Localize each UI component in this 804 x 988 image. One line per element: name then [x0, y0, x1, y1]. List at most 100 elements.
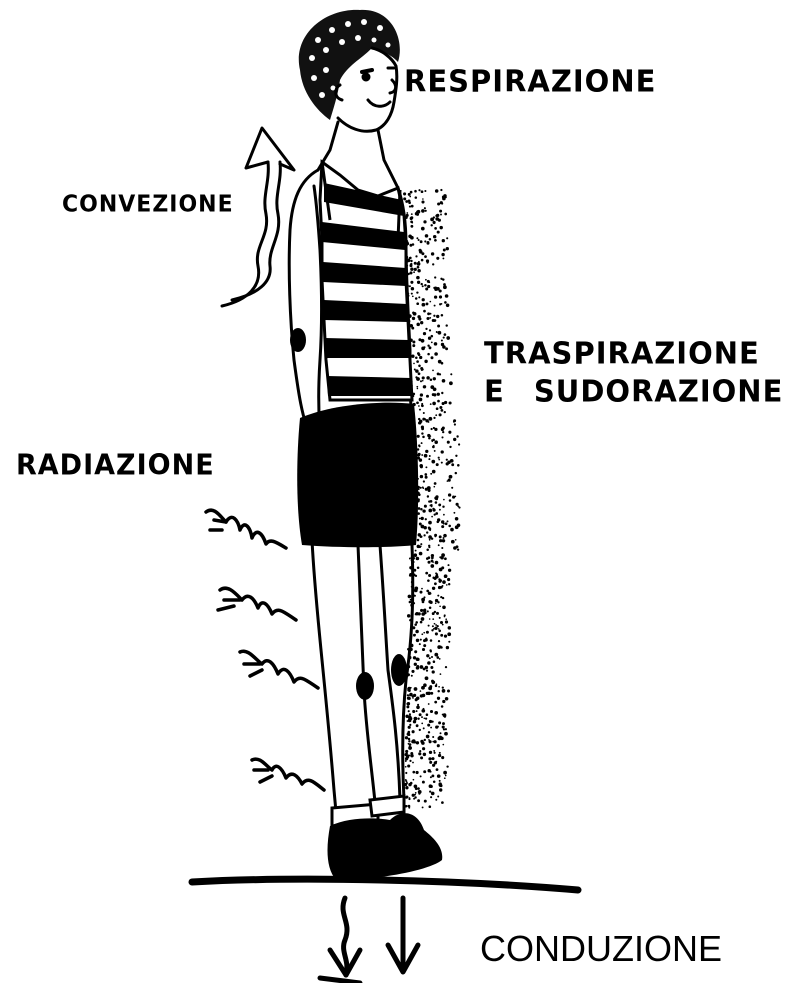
sweat-dot: [434, 752, 436, 754]
sweat-dot: [421, 403, 423, 405]
sweat-dot: [444, 614, 446, 616]
sweat-dot: [415, 196, 418, 199]
sweat-dot: [434, 276, 436, 278]
sweat-dot: [442, 345, 446, 349]
sweat-dot: [409, 755, 411, 757]
sweat-dot: [437, 231, 440, 234]
sweat-dot: [442, 239, 445, 242]
sweat-dot: [431, 342, 433, 344]
sweat-dot: [428, 731, 430, 733]
sweat-dot: [432, 402, 436, 406]
sweat-dot: [410, 217, 413, 220]
sweat-dot: [428, 521, 432, 525]
sweat-dot: [453, 438, 456, 441]
sweat-dot: [416, 771, 419, 774]
sweat-dot: [419, 750, 421, 752]
sweat-dot: [418, 493, 421, 496]
sweat-dot: [406, 755, 409, 758]
sweat-dot: [419, 409, 421, 411]
sweat-dot: [405, 796, 407, 798]
sweat-dot: [424, 207, 426, 209]
sweat-dot: [436, 656, 439, 659]
sweat-dot: [407, 614, 410, 617]
sweat-dot: [428, 769, 431, 772]
sweat-dot: [408, 738, 411, 741]
sweat-dot: [446, 765, 448, 767]
sweat-dot: [426, 670, 428, 672]
sweat-dot: [441, 705, 444, 708]
sweat-dot: [430, 385, 434, 389]
sweat-dot: [431, 757, 434, 760]
sweat-dot: [418, 317, 421, 320]
sweat-dot: [439, 210, 442, 213]
sweat-dot: [441, 547, 443, 549]
sweat-dot: [406, 715, 409, 718]
sweat-dot: [428, 561, 431, 564]
sweat-dot: [446, 646, 449, 649]
sweat-dot: [424, 418, 426, 420]
sweat-dot: [420, 621, 423, 624]
sweat-dot: [432, 393, 435, 396]
sweat-dot: [416, 291, 418, 293]
sweat-dot: [429, 761, 432, 764]
sweat-dot: [438, 737, 442, 741]
sweat-dot: [405, 779, 407, 781]
sweat-dot: [412, 794, 415, 797]
sweat-dot: [437, 393, 440, 396]
sweat-dot: [416, 666, 420, 670]
sweat-dot: [424, 473, 427, 476]
sweat-dot: [428, 509, 432, 513]
sweat-dot: [434, 482, 437, 485]
sweat-dot: [409, 285, 411, 287]
sweat-dot: [406, 212, 408, 214]
sweat-dot: [428, 458, 430, 460]
sweat-dot: [403, 197, 406, 200]
sweat-dot: [410, 268, 413, 271]
sweat-dot: [419, 422, 422, 425]
sweat-dot: [424, 739, 426, 741]
sweat-dot: [441, 303, 443, 305]
sweat-dot: [438, 721, 441, 724]
sweat-dot: [421, 347, 425, 351]
sweat-dot: [455, 455, 457, 457]
sweat-dot: [423, 667, 426, 670]
sweat-dot: [433, 235, 436, 238]
sweat-dot: [428, 739, 430, 741]
sweat-dot: [414, 190, 417, 193]
sweat-dot: [421, 190, 424, 193]
sweat-dot: [419, 552, 423, 556]
sweat-dot: [437, 576, 439, 578]
sweat-dot: [442, 379, 446, 383]
sweat-dot: [406, 214, 409, 217]
sweat-dot: [428, 687, 432, 691]
sweat-dot: [421, 442, 423, 444]
sweat-dot: [412, 295, 414, 297]
sweat-dot: [423, 310, 426, 313]
sweat-dot: [417, 262, 421, 266]
sweat-dot: [409, 693, 413, 697]
sweat-dot: [414, 663, 417, 666]
sweat-dot: [412, 730, 415, 733]
sweat-dot: [442, 580, 446, 584]
sweat-dot: [441, 801, 444, 804]
sweat-dot: [418, 189, 420, 191]
sweat-dot: [416, 237, 418, 239]
sweat-dot: [413, 363, 415, 365]
sweat-dot: [409, 746, 411, 748]
sweat-dot: [455, 517, 459, 521]
sweat-dot: [432, 439, 435, 442]
sweat-dot: [435, 632, 438, 635]
sweat-dot: [434, 623, 436, 625]
sweat-dot: [439, 780, 441, 782]
sweat-dot: [440, 634, 443, 637]
sweat-dot: [437, 796, 439, 798]
sweat-dot: [432, 736, 434, 738]
sweat-dot: [423, 770, 426, 773]
sweat-dot: [425, 279, 427, 281]
sweat-dot: [439, 617, 441, 619]
sweat-dot: [408, 798, 410, 800]
sweat-dot: [424, 800, 427, 803]
sweat-dot: [430, 301, 432, 303]
sweat-dot: [417, 210, 421, 214]
sweat-dot: [426, 376, 430, 380]
